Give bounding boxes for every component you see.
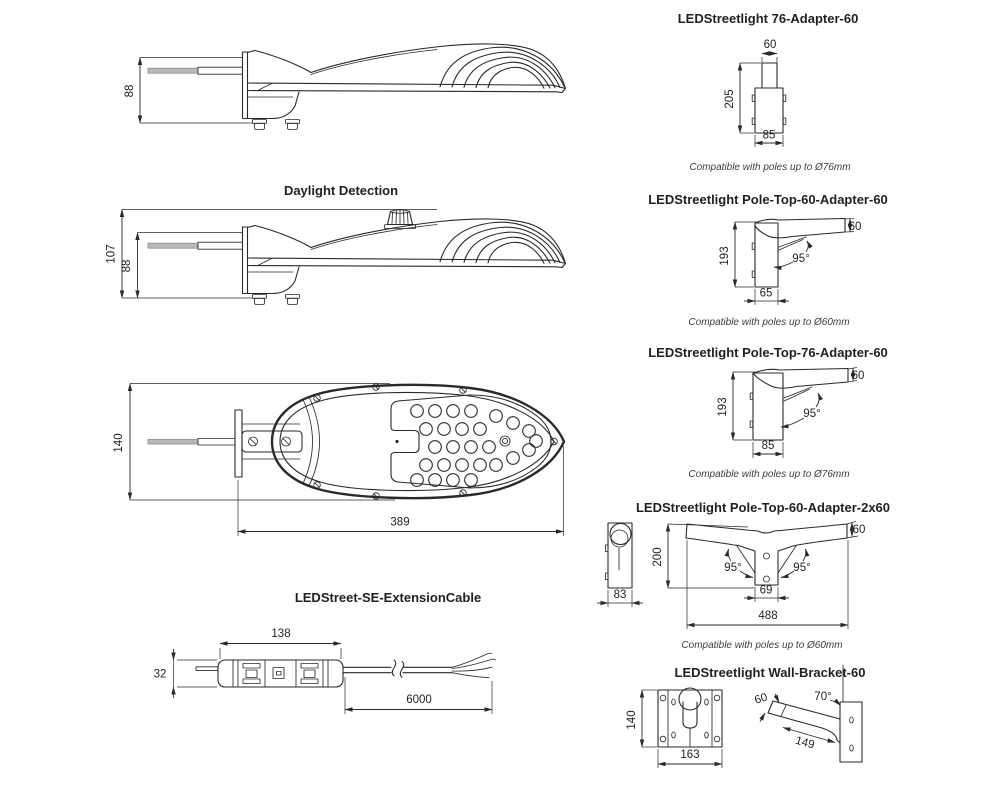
wall-bracket-front-view: 140 163: [626, 687, 723, 768]
dim-label-length: 389: [390, 517, 409, 529]
dim-label-height: 193: [717, 397, 729, 416]
pole-top-2x60-title: LEDStreetlight Pole-Top-60-Adapter-2x60: [636, 500, 890, 515]
angle-label-left: 95°: [724, 562, 741, 574]
wall-bracket-side-view: 60 149 70°: [753, 664, 863, 763]
dim-label-arm-length: 149: [794, 735, 816, 752]
streetlight-side-view-daylight: Daylight Detection 107 88: [106, 183, 566, 305]
dim-label-connector-height: 32: [154, 669, 167, 681]
dim-label-connector-length: 138: [271, 628, 290, 640]
pole-top-2x60-caption: Compatible with poles up to Ø60mm: [681, 640, 842, 651]
wall-bracket-title: LEDStreetlight Wall-Bracket-60: [675, 665, 866, 680]
angle-label: 95°: [792, 253, 809, 265]
angle-label: 70°: [814, 691, 831, 703]
dim-label-height: 205: [724, 89, 736, 108]
dim-label-spigot: 60: [849, 221, 862, 233]
dim-label-base-width: 85: [763, 130, 776, 142]
streetlight-side-view: 88: [124, 44, 566, 130]
daylight-sensor: [384, 209, 416, 229]
pole-top-2x60-side-view: 83: [597, 522, 643, 607]
adapter-76-caption: Compatible with poles up to Ø76mm: [689, 162, 850, 173]
pole-top-60-caption: Compatible with poles up to Ø60mm: [688, 317, 849, 328]
dim-label-tube: 60: [753, 692, 769, 707]
dim-label-spigot: 60: [764, 39, 777, 51]
dim-label-base-width: 85: [762, 440, 775, 452]
pole-top-60-drawing: LEDStreetlight Pole-Top-60-Adapter-60 19…: [648, 192, 888, 328]
pole-top-76-caption: Compatible with poles up to Ø76mm: [688, 469, 849, 480]
streetlight-top-view: 140 389: [113, 383, 566, 536]
dim-label-base-width: 65: [760, 288, 773, 300]
dim-label-side-height: 88: [124, 85, 136, 98]
wall-bracket-drawing: LEDStreetlight Wall-Bracket-60 140 163: [626, 664, 866, 768]
dim-label-hub: 69: [760, 585, 773, 597]
dim-label-width: 140: [113, 433, 125, 452]
adapter-76-drawing: LEDStreetlight 76-Adapter-60 60 205 85 C…: [678, 11, 859, 173]
adapter-76-title: LEDStreetlight 76-Adapter-60: [678, 11, 859, 26]
dim-label-spigot: 60: [853, 524, 866, 536]
dim-label-total-height: 107: [106, 244, 118, 263]
dim-label-cable-length: 6000: [406, 694, 432, 706]
dim-label-span: 488: [758, 610, 777, 622]
dim-label-plate-width: 163: [680, 749, 699, 761]
pole-top-60-title: LEDStreetlight Pole-Top-60-Adapter-60: [648, 192, 888, 207]
extension-cable-drawing: LEDStreet-SE-ExtensionCable 138: [154, 590, 496, 714]
dim-label-plate-height: 140: [626, 710, 638, 729]
dim-label-side: 83: [614, 589, 627, 601]
pole-top-2x60-drawing: LEDStreetlight Pole-Top-60-Adapter-2x60 …: [597, 500, 890, 651]
dim-label-height: 193: [719, 246, 731, 265]
angle-label-right: 95°: [793, 562, 810, 574]
dim-label-spigot: 60: [852, 370, 865, 382]
daylight-title: Daylight Detection: [284, 183, 398, 198]
dim-label-height: 200: [652, 547, 664, 566]
dim-label-body-height: 88: [121, 260, 133, 273]
pole-top-76-title: LEDStreetlight Pole-Top-76-Adapter-60: [648, 345, 888, 360]
angle-label: 95°: [803, 408, 820, 420]
extension-cable-title: LEDStreet-SE-ExtensionCable: [295, 590, 481, 605]
led-array: [410, 404, 543, 487]
pole-top-76-drawing: LEDStreetlight Pole-Top-76-Adapter-60 19…: [648, 345, 888, 480]
